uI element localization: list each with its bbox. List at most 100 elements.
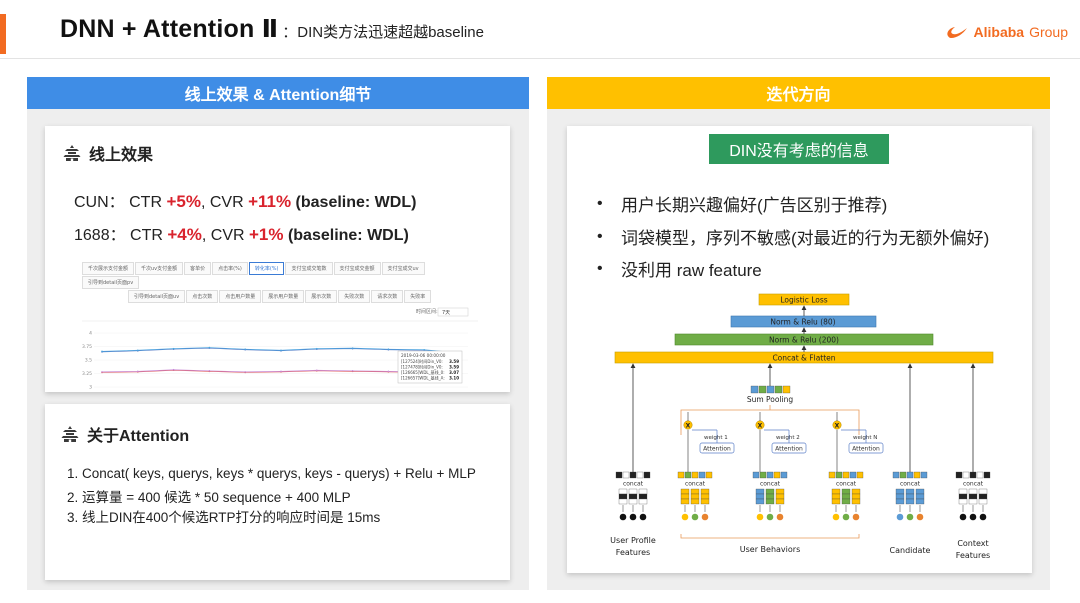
- din-missing-info-label: DIN没有考虑的信息: [709, 134, 889, 164]
- series-wdl-a-point: [208, 370, 211, 372]
- attention-item-2: 2. 运算量 = 400 候选 * 50 sequence + 400 MLP: [67, 490, 351, 505]
- input-node: [701, 513, 709, 521]
- dashboard-tab[interactable]: 展示用户数量: [262, 290, 305, 303]
- logo-group: Group: [1029, 24, 1068, 40]
- embedding-cell: [690, 488, 700, 495]
- embedding-cell: [643, 471, 651, 479]
- dashboard-tab[interactable]: 客单价: [184, 262, 212, 275]
- candidate-label: Candidate: [890, 546, 931, 555]
- embedding-cell: [841, 488, 851, 495]
- bullet-item: • 词袋模型，序列不敏感(对最近的行为无额外偏好): [597, 224, 989, 249]
- concat-label: concat: [760, 481, 781, 488]
- dashboard-tab[interactable]: 引导到detail页面pv: [82, 276, 140, 289]
- input-node: [916, 513, 924, 521]
- right-panel-heading: 迭代方向: [547, 77, 1050, 109]
- embedding-cell: [638, 493, 648, 500]
- embedding-cell: [628, 498, 638, 505]
- embedding-cell: [628, 488, 638, 495]
- bullet-item: •没利用 raw feature: [597, 256, 762, 281]
- embedding-cell: [677, 471, 685, 479]
- bullet-item: •用户长期兴趣偏好(广告区别于推荐): [597, 191, 887, 216]
- y-tick-label: 3.25: [82, 371, 92, 377]
- embedding-cell: [892, 471, 900, 479]
- metric-label: 1688： CTR: [74, 227, 168, 244]
- embedding-cell: [680, 498, 690, 505]
- dashboard-tab[interactable]: 转化率(%): [248, 262, 285, 275]
- embedding-cell: [958, 488, 968, 495]
- embedding-cell: [831, 488, 841, 495]
- multiply-mark: X: [758, 423, 763, 430]
- embedding-cell: [905, 493, 915, 500]
- embedding-cell: [915, 488, 925, 495]
- dashboard-tab[interactable]: 展示次数: [305, 290, 338, 303]
- title-subtitle: ：DIN类方法迅速超越baseline: [282, 24, 484, 41]
- user-profile-label-line2: Features: [616, 548, 650, 557]
- series-din-2-point: [387, 348, 390, 350]
- dashboard-tab[interactable]: 千次uv支付金额: [135, 262, 184, 275]
- embedding-cell: [680, 493, 690, 500]
- embedding-cell: [828, 471, 836, 479]
- pagoda-icon: [61, 426, 79, 442]
- dashboard-tab[interactable]: 支付宝成交uv: [381, 262, 425, 275]
- embedding-cell: [766, 385, 775, 394]
- baseline-note: (baseline: WDL): [291, 194, 417, 211]
- embedding-cell: [920, 471, 928, 479]
- series-wdl-a-point: [316, 369, 318, 372]
- dashboard-tab[interactable]: 支付宝成交笔数: [285, 262, 333, 275]
- dashboard-tab[interactable]: 点击率(%): [212, 262, 248, 275]
- embedding-cell: [765, 493, 775, 500]
- dashboard-tab[interactable]: 请求次数: [371, 290, 404, 303]
- dashboard-tab[interactable]: 点击用户数量: [219, 290, 262, 303]
- embedding-cell: [955, 471, 963, 479]
- metric-row-1688: 1688： CTR +4%, CVR +1% (baseline: WDL): [74, 221, 409, 245]
- dashboard-tab[interactable]: 失败次数: [338, 290, 371, 303]
- bullet-text: 词袋模型，序列不敏感(对最近的行为无额外偏好): [621, 229, 990, 248]
- user-behaviors-label: User Behaviors: [740, 545, 800, 554]
- header-divider: [0, 58, 1080, 59]
- attention-item-1: 1. Concat( keys, querys, keys * querys, …: [67, 466, 476, 481]
- embedding-cell: [895, 493, 905, 500]
- dashboard-tab[interactable]: 支付宝成交金额: [333, 262, 381, 275]
- embedding-cell: [766, 471, 774, 479]
- metric-label: CUN： CTR: [74, 194, 167, 211]
- series-wdl-a-point: [244, 371, 246, 373]
- y-tick-label: 4: [89, 331, 92, 337]
- embedding-cell: [841, 493, 851, 500]
- input-node: [959, 513, 967, 521]
- weight-label: weight 1: [704, 435, 728, 441]
- embedding-cell: [629, 471, 637, 479]
- input-node: [691, 513, 699, 521]
- series-din-2-point: [208, 346, 211, 349]
- input-node: [776, 513, 784, 521]
- y-tick-label: 3.75: [82, 344, 92, 350]
- tooltip-line-label: [126657]WDL_基线_A:: [401, 375, 445, 381]
- embedding-cell: [700, 488, 710, 495]
- bullet-dot: •: [597, 227, 603, 245]
- embedding-cell: [962, 471, 970, 479]
- cvr-value: +11%: [248, 192, 292, 211]
- embedding-cell: [750, 385, 759, 394]
- din-architecture-diagram: Logistic Loss Norm & Relu (80) Norm & Re…: [610, 293, 994, 560]
- embedding-cell: [851, 493, 861, 500]
- dashboard-tab[interactable]: 点击次数: [186, 290, 219, 303]
- embedding-cell: [915, 498, 925, 505]
- embedding-cell: [899, 471, 907, 479]
- context-label-line1: Context: [957, 539, 988, 548]
- embedding-cell: [978, 488, 988, 495]
- embedding-cell: [705, 471, 713, 479]
- dashboard-tab[interactable]: 千次展示支付金额: [82, 262, 135, 275]
- embedding-cell: [969, 471, 977, 479]
- dashboard-tabs-row1: 千次展示支付金额千次uv支付金额客单价点击率(%)转化率(%)支付宝成交笔数支付…: [82, 262, 478, 289]
- embedding-cell: [915, 493, 925, 500]
- embedding-cell: [780, 471, 788, 479]
- online-effect-heading: 线上效果: [62, 141, 153, 165]
- bullet-dot: •: [597, 194, 603, 212]
- dashboard-tab[interactable]: 引导到detail页面uv: [128, 290, 186, 303]
- attention-item-3: 3. 线上DIN在400个候选RTP打分的响应时间是 15ms: [67, 510, 381, 525]
- embedding-cell: [958, 493, 968, 500]
- logo-word: Alibaba: [973, 24, 1025, 40]
- dashboard-tab[interactable]: 失败率: [404, 290, 432, 303]
- y-tick-label: 3: [89, 385, 92, 391]
- embedding-cell: [615, 471, 623, 479]
